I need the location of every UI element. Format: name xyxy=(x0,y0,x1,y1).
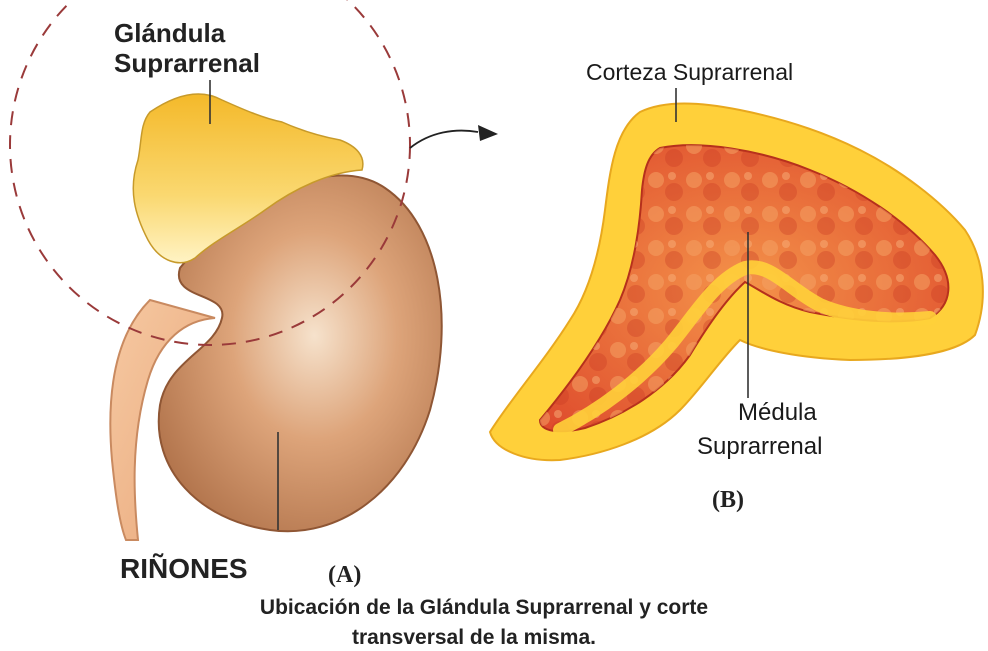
label-panel-b: (B) xyxy=(712,487,744,513)
panel-b-cross-section xyxy=(490,88,983,460)
label-panel-a: (A) xyxy=(328,562,361,588)
caption-line1: Ubicación de la Glándula Suprarrenal y c… xyxy=(260,596,708,619)
label-medulla-line2: Suprarrenal xyxy=(697,433,822,460)
label-gland-line2: Suprarrenal xyxy=(114,48,260,78)
label-medulla-line1: Médula xyxy=(738,399,817,426)
caption-line2: transversal de la misma. xyxy=(352,626,596,649)
arrow-to-section xyxy=(410,131,478,148)
label-cortex: Corteza Suprarrenal xyxy=(586,59,793,85)
label-kidneys: RIÑONES xyxy=(120,553,248,584)
arrow-head-icon xyxy=(478,125,498,141)
panel-a-kidney-illustration xyxy=(10,0,498,540)
label-gland-line1: Glándula xyxy=(114,18,226,48)
